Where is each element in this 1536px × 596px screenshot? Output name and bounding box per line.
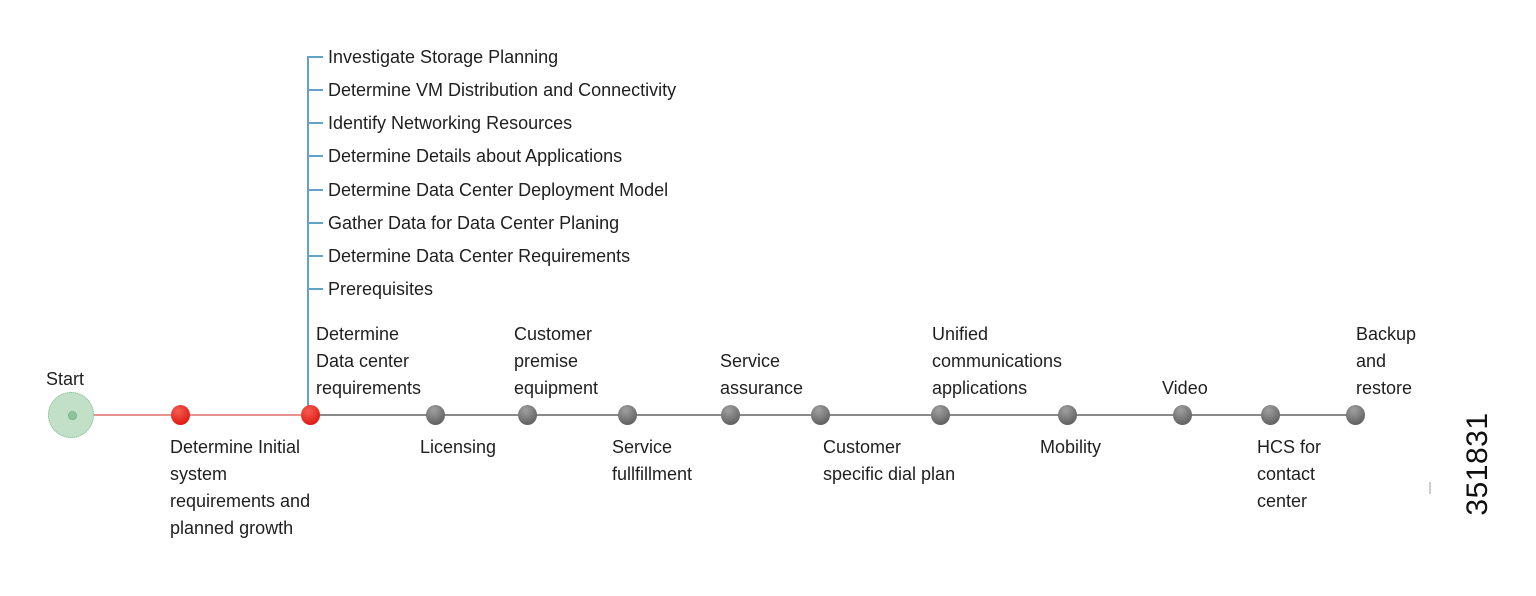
timeline-node-dot xyxy=(170,405,190,425)
timeline-node-label: Customer specific dial plan xyxy=(823,437,956,484)
timeline-node-label: Unified communications applications xyxy=(932,324,1063,398)
timeline-node-label: HCS for contact center xyxy=(1257,437,1322,511)
timeline-node-label: Licensing xyxy=(420,437,497,457)
timeline-node-label: Customer premise equipment xyxy=(514,324,599,398)
timeline-node-dot xyxy=(930,405,950,425)
timeline-node-label: Determine Data center requirements xyxy=(316,324,422,398)
timeline-node-dot xyxy=(300,405,320,425)
branch-tick xyxy=(308,188,323,191)
branch-item: Prerequisites xyxy=(328,279,434,300)
start-glyph-icon xyxy=(68,411,77,420)
timeline-node-dot xyxy=(1260,405,1280,425)
timeline-node-dot xyxy=(1057,405,1077,425)
timeline-node-dot xyxy=(720,405,740,425)
branch-item: Identify Networking Resources xyxy=(328,113,573,134)
branch-item: Determine Details about Applications xyxy=(328,146,623,167)
timeline-node-label: Determine Initial system requirements an… xyxy=(170,437,311,538)
stray-mark xyxy=(1429,482,1431,494)
branch-tick xyxy=(308,56,323,58)
branch-stem-line xyxy=(307,56,309,415)
timeline-node-dot xyxy=(517,405,537,425)
branch-item: Determine Data Center Deployment Model xyxy=(328,179,669,200)
timeline-node-label: Service fullfillment xyxy=(612,437,693,484)
timeline-connector-gray xyxy=(310,414,1355,416)
timeline-node-dot xyxy=(425,405,445,425)
timeline-node-dot xyxy=(810,405,830,425)
branch-tick xyxy=(308,288,323,291)
timeline-connector-red xyxy=(94,414,310,416)
start-node-label: Start xyxy=(46,369,85,389)
branch-tick xyxy=(308,254,323,257)
timeline-node-dot xyxy=(1172,405,1192,425)
timeline-node-label: Service assurance xyxy=(720,351,804,398)
branch-tick xyxy=(308,221,323,224)
branch-tick xyxy=(308,122,323,125)
timeline-node-label: Backup and restore xyxy=(1356,324,1417,398)
timeline-node-dot xyxy=(617,405,637,425)
branch-item: Investigate Storage Planning xyxy=(328,47,559,67)
branch-item: Determine VM Distribution and Connectivi… xyxy=(328,80,677,101)
timeline-node-dot xyxy=(1345,405,1365,425)
timeline-node-label: Video xyxy=(1162,378,1208,398)
branch-tick xyxy=(308,89,323,92)
branch-item: Determine Data Center Requirements xyxy=(328,245,631,266)
branch-item: Gather Data for Data Center Planing xyxy=(328,212,620,233)
branch-tick xyxy=(308,155,323,158)
timeline-node-label: Mobility xyxy=(1040,437,1102,457)
start-node-icon xyxy=(48,392,94,438)
figure-number: 351831 xyxy=(1461,412,1494,516)
